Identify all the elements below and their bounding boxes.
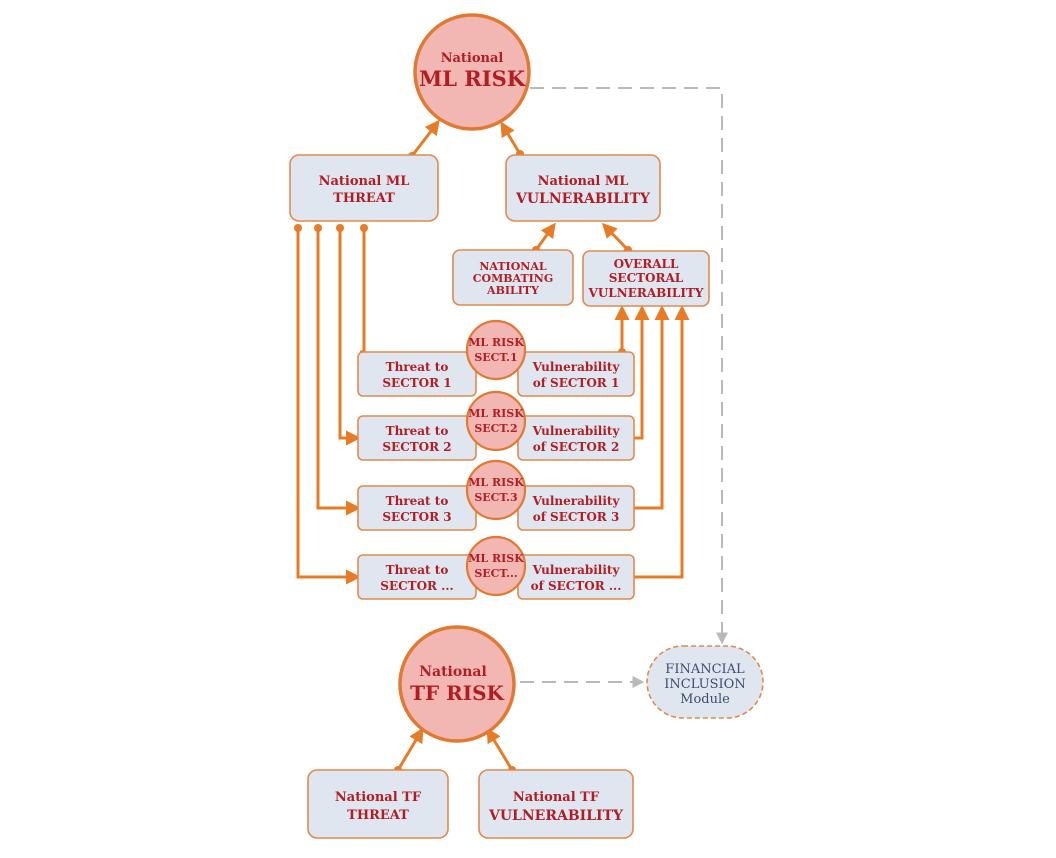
ml-vulnerability-box [505,154,661,222]
ml-vulnerability-node: National ML VULNERABILITY [505,154,661,222]
threat-sector-line2: SECTOR 1 [382,376,451,390]
financial-inclusion-node: FINANCIAL INCLUSION Module [646,645,764,719]
vuln-sector2-line [634,305,650,440]
vuln-sector-line2: of SECTOR ... [531,579,622,593]
threat-sector3-dot [314,224,322,232]
sector-risk-line1: ML RISK [468,476,524,489]
sectoral-to-vuln-arrow [601,222,630,252]
tf-threat-to-risk-arrow [396,727,424,771]
ml-vulnerability-line1: National ML [538,174,629,189]
threat-sector2-dot [336,224,344,232]
combating-ability-line2: COMBATING [473,272,554,285]
tf-vulnerability-node: National TF VULNERABILITY [478,769,634,839]
combating-ability-line1: NATIONAL [479,260,546,273]
sector-row-1: Threat to SECTOR 1 Vulnerability of SECT… [357,319,635,397]
threat-to-ml-risk-arrow [410,119,440,157]
vuln-sector-line2: of SECTOR 2 [533,440,620,454]
combating-ability-line3: ABILITY [486,284,539,297]
vuln-to-ml-risk-arrow [500,121,522,155]
threat-sector-line1: Threat to [386,424,449,438]
financial-inclusion-line3: Module [680,692,730,707]
vuln-sector-line1: Vulnerability [532,360,621,374]
sector-risk-circle [465,535,527,597]
sector-risk-line2: SECT.3 [474,491,517,504]
threat-sector-line2: SECTOR ... [380,579,453,593]
tf-vuln-to-risk-arrow [486,727,514,771]
tf-threat-node: National TF THREAT [307,769,449,839]
threat-sector-line2: SECTOR 3 [382,510,451,524]
financial-inclusion-line1: FINANCIAL [665,662,745,677]
sectoral-vulnerability-box [582,250,710,307]
threat-sectorn-line [296,230,361,585]
ml-risk-to-financial-dashed [530,87,728,645]
threat-sector2-line [338,230,361,446]
vuln-sectorn-line [634,305,690,579]
sector-row-3: Threat to SECTOR 3 Vulnerability of SECT… [357,459,635,531]
vuln-sector-line2: of SECTOR 1 [533,376,620,390]
tf-threat-line2: THREAT [347,808,409,823]
vuln-sector-line1: Vulnerability [532,424,621,438]
ml-threat-line1: National ML [319,174,410,189]
combating-ability-box [452,249,574,306]
ml-threat-box [289,154,439,222]
vuln-sector-line2: of SECTOR 3 [533,510,620,524]
ml-risk-circle [413,13,531,131]
threat-sector-box [357,351,477,397]
tf-threat-line1: National TF [335,790,422,805]
vuln-sector3-line [634,305,670,510]
threat-sector1-dot [360,224,368,232]
tf-vulnerability-line2: VULNERABILITY [488,808,624,824]
tf-vulnerability-line1: National TF [513,790,600,805]
ml-vulnerability-line2: VULNERABILITY [515,191,651,207]
threat-sectorn-dot [294,224,302,232]
vuln-sector-line1: Vulnerability [532,494,621,508]
sector-risk-line2: SECT.1 [474,351,517,364]
combating-ability-node: NATIONAL COMBATING ABILITY [452,249,574,306]
financial-inclusion-box [646,645,764,719]
ml-risk-line1: National [441,51,504,66]
vuln-sector-line1: Vulnerability [532,563,621,577]
tf-risk-line1: National [419,664,487,680]
tf-threat-box [307,769,449,839]
sector-risk-line2: SECT.2 [474,422,517,435]
combating-to-vuln-arrow [534,222,556,251]
sectoral-vulnerability-line1: OVERALL [614,257,679,271]
financial-inclusion-line2: INCLUSION [664,677,745,692]
sectoral-vulnerability-node: OVERALL SECTORAL VULNERABILITY [582,250,710,307]
vuln-sector-box [517,351,635,397]
ml-threat-line2: THREAT [333,191,395,206]
threat-sector-line2: SECTOR 2 [382,440,451,454]
ml-threat-node: National ML THREAT [289,154,439,222]
tf-risk-line2: TF RISK [410,681,504,705]
ml-risk-line2: ML RISK [419,66,526,91]
tf-vulnerability-box [478,769,634,839]
threat-sector3-line [316,230,361,516]
sector-row-2: Threat to SECTOR 2 Vulnerability of SECT… [357,390,635,461]
threat-sector-line1: Threat to [386,563,449,577]
tf-risk-node: National TF RISK [398,625,516,743]
sector-risk-line2: SECT... [474,567,517,580]
threat-sector-line1: Threat to [386,360,449,374]
sector-risk-circle [465,390,527,452]
sectoral-vulnerability-line3: VULNERABILITY [588,286,704,300]
threat-sector-line1: Threat to [386,494,449,508]
sector-risk-circle [465,459,527,521]
sector-row-n: Threat to SECTOR ... Vulnerability of SE… [357,535,635,600]
threat-sector1-line [360,230,366,354]
sector-risk-circle [465,319,527,381]
ml-risk-node: National ML RISK [413,13,531,131]
sector-risk-line1: ML RISK [468,552,524,565]
sector-risk-line1: ML RISK [468,336,524,349]
sectoral-vulnerability-line2: SECTORAL [609,271,684,285]
tf-risk-circle [398,625,516,743]
sector-risk-line1: ML RISK [468,407,524,420]
